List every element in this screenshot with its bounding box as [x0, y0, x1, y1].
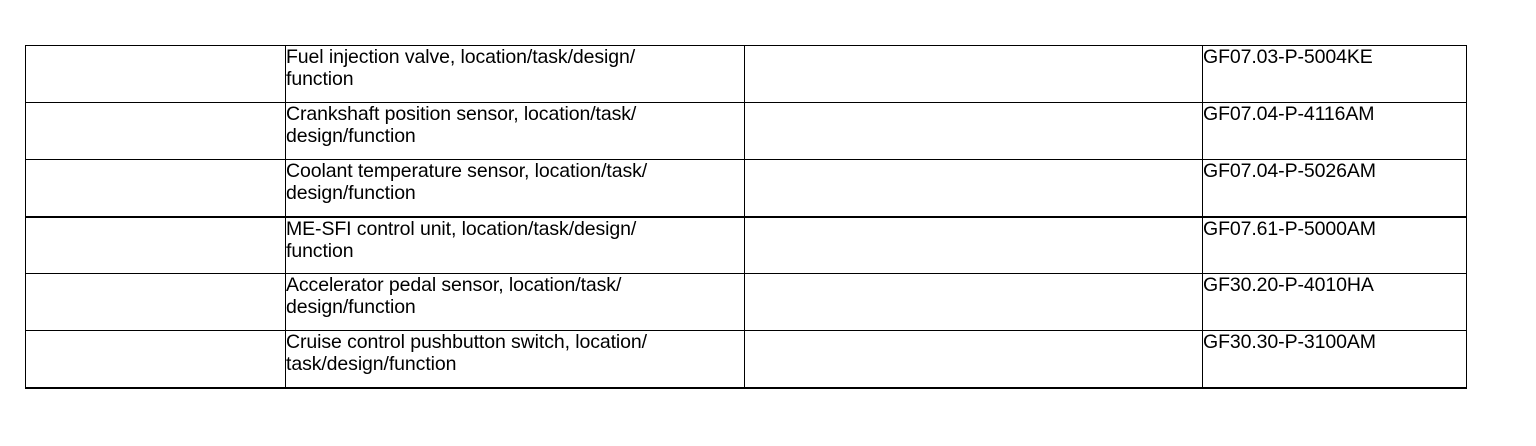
row-document-number-cell: GF07.04-P-5026AM [1202, 159, 1467, 217]
row-index-cell [25, 215, 286, 274]
row-index-cell [25, 45, 286, 103]
table-row: Coolant temperature sensor, location/tas… [25, 159, 1467, 217]
table-row: ME-SFI control unit, location/task/desig… [25, 215, 1467, 274]
row-document-number-cell: GF07.61-P-5000AM [1202, 215, 1467, 274]
row-index-cell [25, 273, 286, 331]
row-document-number-cell: GF07.04-P-4116AM [1202, 102, 1467, 160]
table-row: Fuel injection valve, location/task/desi… [25, 45, 1467, 103]
row-index-cell [25, 330, 286, 389]
row-title-cell: Cruise control pushbutton switch, locati… [285, 330, 745, 389]
table-row: Crankshaft position sensor, location/tas… [25, 102, 1467, 160]
reference-table: Fuel injection valve, location/task/desi… [25, 45, 1467, 389]
row-document-number-cell: GF30.30-P-3100AM [1202, 330, 1467, 389]
row-blank-cell [744, 102, 1203, 160]
table-row: Cruise control pushbutton switch, locati… [25, 330, 1467, 389]
table-body: Fuel injection valve, location/task/desi… [25, 45, 1467, 389]
row-document-number-cell: GF30.20-P-4010HA [1202, 273, 1467, 331]
row-blank-cell [744, 330, 1203, 389]
row-document-number-cell: GF07.03-P-5004KE [1202, 45, 1467, 103]
row-index-cell [25, 159, 286, 217]
row-title-cell: Coolant temperature sensor, location/tas… [285, 159, 745, 217]
row-title-cell: ME-SFI control unit, location/task/desig… [285, 215, 745, 274]
table-row: Accelerator pedal sensor, location/task/… [25, 273, 1467, 331]
row-blank-cell [744, 45, 1203, 103]
row-title-cell: Accelerator pedal sensor, location/task/… [285, 273, 745, 331]
row-blank-cell [744, 159, 1203, 217]
row-title-cell: Fuel injection valve, location/task/desi… [285, 45, 745, 103]
row-blank-cell [744, 273, 1203, 331]
row-blank-cell [744, 215, 1203, 274]
row-title-cell: Crankshaft position sensor, location/tas… [285, 102, 745, 160]
row-index-cell [25, 102, 286, 160]
